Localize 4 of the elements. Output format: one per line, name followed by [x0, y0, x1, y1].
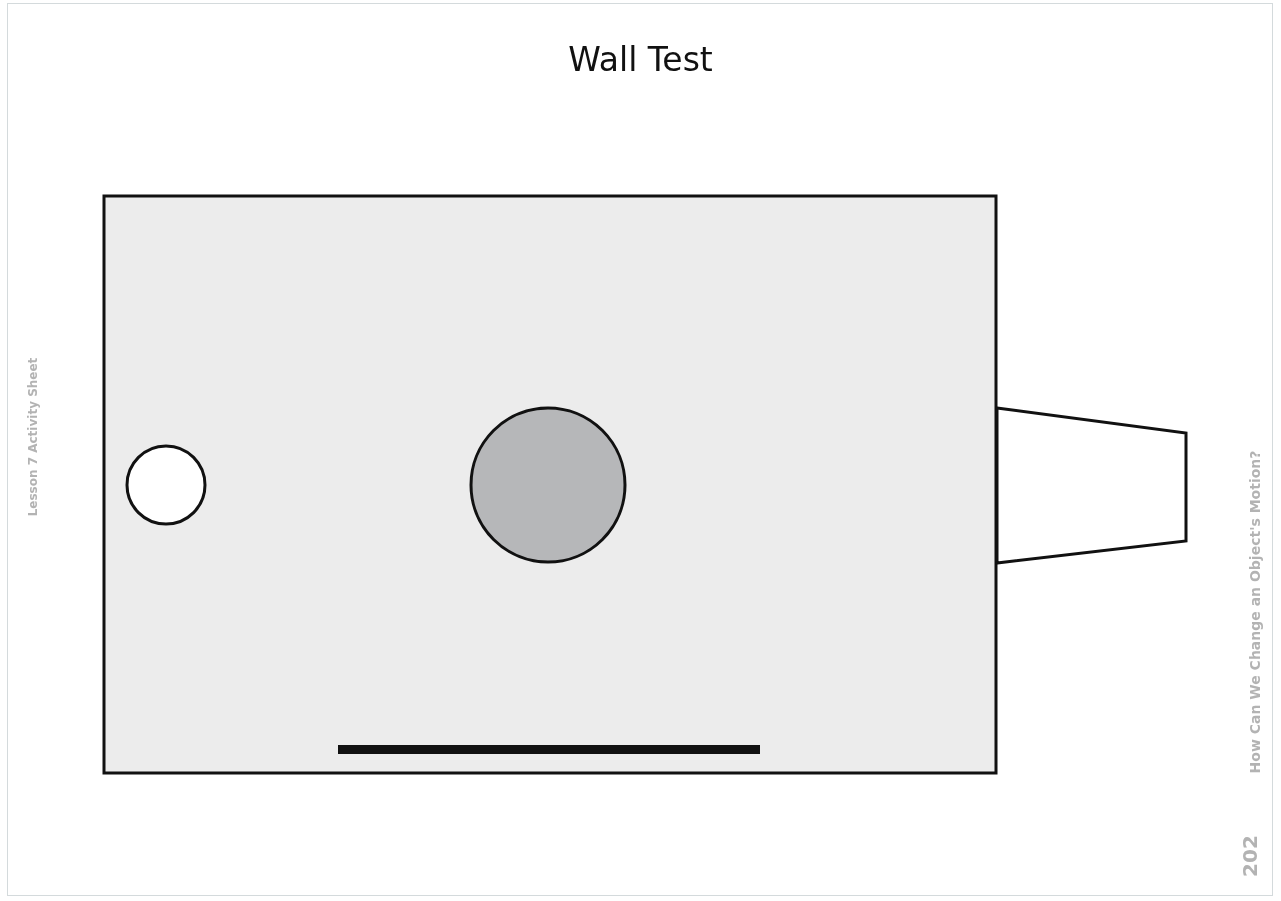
title: Wall Test — [567, 40, 714, 79]
page-number: 202 — [1237, 835, 1262, 877]
page-footer-title: How Can We Change an Object's Motion? — [1246, 450, 1263, 774]
sheet-label: Lesson 7 Activity Sheet — [25, 357, 40, 517]
